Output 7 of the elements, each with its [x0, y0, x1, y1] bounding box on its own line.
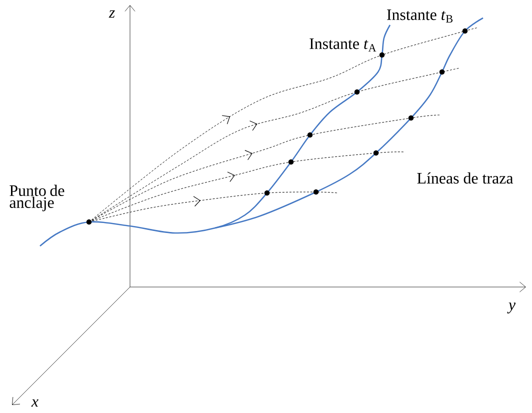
curve-label: Líneas de traza — [417, 172, 514, 184]
axis-label: z — [108, 10, 115, 18]
point-label: Punto de anclaje — [10, 184, 64, 212]
curve-label: Instante t$_{A}$ — [310, 38, 376, 52]
axis-label: x — [31, 399, 38, 407]
axis-label: y — [507, 302, 516, 314]
curve-label: Instante t$_{B}$ — [387, 9, 453, 23]
